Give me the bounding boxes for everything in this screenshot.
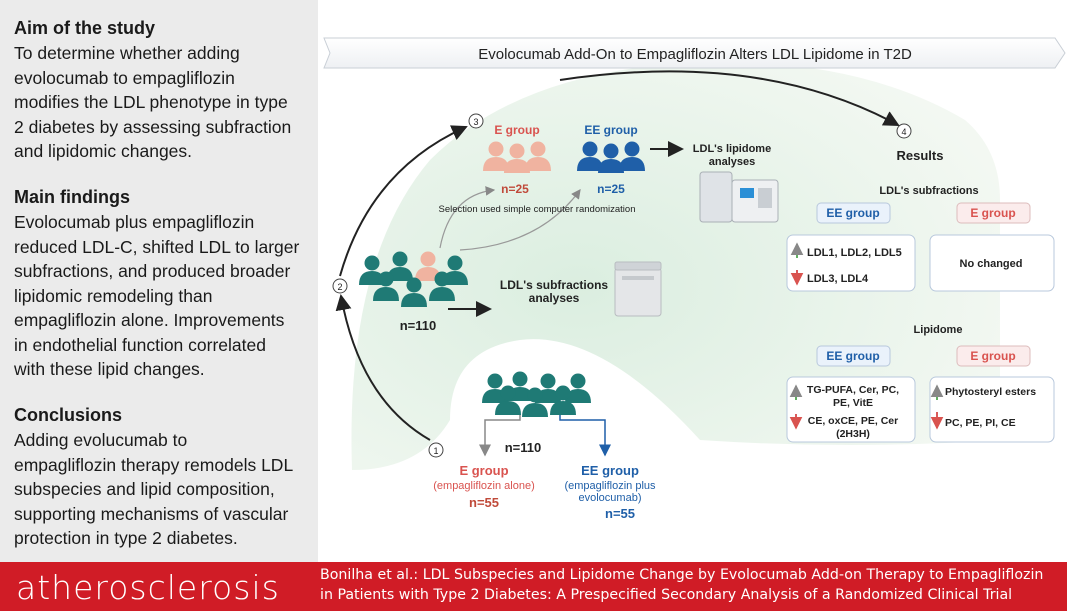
start-e-sub: (empagliflozin alone) bbox=[433, 480, 535, 492]
summary-panel: Aim of the study To determine whether ad… bbox=[0, 0, 318, 562]
conclusions-line: protection in type 2 diabetes. bbox=[14, 528, 238, 548]
step-number: 1 bbox=[433, 446, 438, 456]
sub-e-result: No changed bbox=[960, 258, 1023, 270]
sub-ee-label: EE group bbox=[826, 206, 879, 220]
lip-ee-up-1: TG-PUFA, Cer, PC, bbox=[807, 384, 899, 396]
sub-ee-up: LDL1, LDL2, LDL5 bbox=[807, 247, 902, 259]
aim-text: To determine whether adding evolocumab t… bbox=[14, 41, 314, 164]
start-ee-sub-1: (empagliflozin plus bbox=[564, 480, 656, 492]
lip-e-label: E group bbox=[970, 349, 1015, 363]
lip-ee-box bbox=[786, 376, 916, 443]
findings-line: reduced LDL-C, shifted LDL to larger bbox=[14, 236, 300, 257]
sel-ee-n: n=25 bbox=[597, 182, 625, 196]
journal-name: atherosclerosis bbox=[16, 568, 280, 607]
findings-line: empagliflozin alone. Improvements bbox=[14, 310, 285, 330]
mass-spectrometer-icon bbox=[699, 171, 779, 223]
journal-footer: atherosclerosis Bonilha et al.: LDL Subs… bbox=[0, 562, 1067, 611]
aim-line: and lipidomic changes. bbox=[14, 141, 193, 161]
lip-ee-up-2: PE, VitE bbox=[833, 397, 873, 409]
study-diagram: Evolocumab Add-On to Empagliflozin Alter… bbox=[323, 37, 1066, 521]
lip-e-up: Phytosteryl esters bbox=[945, 386, 1036, 398]
start-ee-n: n=55 bbox=[605, 506, 635, 521]
findings-line: in endothelial function correlated bbox=[14, 334, 266, 355]
conclusions-heading: Conclusions bbox=[14, 405, 123, 425]
select-arrow-ee bbox=[459, 189, 581, 251]
conclusions-line: empagliflozin therapy remodels LDL bbox=[14, 454, 294, 475]
sub-e-box bbox=[929, 234, 1055, 292]
lip-e-down: PC, PE, PI, CE bbox=[945, 417, 1016, 429]
randomization-note: Selection used simple computer randomiza… bbox=[439, 204, 636, 215]
lip-e-box bbox=[929, 376, 1055, 443]
lip-ee-tab bbox=[816, 345, 891, 367]
start-ee-sub-2: evolocumab) bbox=[579, 492, 642, 504]
sel-e-people bbox=[483, 141, 551, 173]
aim-line: To determine whether adding bbox=[14, 43, 240, 63]
subfractions-heading: LDL's subfractions bbox=[879, 185, 978, 197]
mid-subfractions-2: analyses bbox=[529, 291, 580, 305]
start-n: n=110 bbox=[505, 440, 542, 455]
mid-n: n=110 bbox=[400, 318, 437, 333]
results-heading: Results bbox=[897, 148, 944, 163]
flow-arrow-2-3 bbox=[339, 125, 468, 277]
conclusions-line: subspecies and lipid composition, bbox=[14, 479, 275, 499]
diagram-title: Evolocumab Add-On to Empagliflozin Alter… bbox=[478, 46, 912, 63]
sub-ee-down: LDL3, LDL4 bbox=[807, 273, 869, 285]
flow-arrow-1-2 bbox=[335, 294, 431, 441]
lipidome-label-1: LDL's lipidome bbox=[693, 143, 771, 155]
sel-e-n: n=25 bbox=[501, 182, 529, 196]
start-people-group bbox=[482, 371, 591, 417]
findings-line: lipidomic remodeling than bbox=[14, 285, 213, 306]
start-ee-label: EE group bbox=[581, 463, 639, 478]
select-arrow-e bbox=[439, 186, 496, 249]
centrifuge-icon bbox=[614, 261, 662, 317]
citation-line-1: Bonilha et al.: LDL Subspecies and Lipid… bbox=[320, 567, 1044, 583]
aim-line: evolocumab to empagliflozin bbox=[14, 67, 235, 88]
aim-line: 2 diabetes by assessing subfraction bbox=[14, 116, 292, 137]
conclusions-text: Adding evolucumab to empagliflozin thera… bbox=[14, 428, 314, 551]
sub-ee-tab bbox=[816, 202, 891, 224]
step-2: 2 bbox=[332, 278, 348, 294]
aim-line: modifies the LDL phenotype in type bbox=[14, 92, 288, 112]
sub-ee-box bbox=[786, 234, 916, 292]
sel-ee-label: EE group bbox=[584, 123, 637, 137]
title-banner bbox=[323, 37, 1066, 69]
start-e-n: n=55 bbox=[469, 495, 499, 510]
sub-e-tab bbox=[956, 202, 1031, 224]
conclusions-line: supporting mechanisms of vascular bbox=[14, 503, 289, 524]
mid-subfractions-1: LDL's subfractions bbox=[500, 278, 609, 292]
findings-line: Evolocumab plus empagliflozin bbox=[14, 212, 255, 232]
split-arrow-ee bbox=[559, 415, 611, 457]
conclusions-line: Adding evolucumab to bbox=[14, 430, 188, 450]
step-4: 4 bbox=[896, 123, 912, 139]
step-number: 3 bbox=[473, 117, 478, 127]
step-number: 2 bbox=[337, 282, 342, 292]
sel-ee-people bbox=[577, 141, 645, 173]
step-3: 3 bbox=[468, 113, 484, 129]
step-1: 1 bbox=[428, 442, 444, 458]
split-arrow-e bbox=[479, 415, 521, 457]
flow-arrow-3-4 bbox=[559, 70, 900, 126]
lipidome-heading: Lipidome bbox=[914, 324, 963, 336]
lip-ee-label: EE group bbox=[826, 349, 879, 363]
lip-ee-down-2: (2H3H) bbox=[836, 428, 870, 440]
step-number: 4 bbox=[901, 127, 906, 137]
aim-heading: Aim of the study bbox=[14, 18, 156, 38]
lipidome-label-2: analyses bbox=[709, 156, 755, 168]
lip-ee-down-1: CE, oxCE, PE, Cer bbox=[808, 415, 898, 427]
start-e-label: E group bbox=[459, 463, 508, 478]
findings-text: Evolocumab plus empagliflozin reduced LD… bbox=[14, 210, 314, 382]
lip-e-tab bbox=[956, 345, 1031, 367]
citation-line-2: in Patients with Type 2 Diabetes: A Pres… bbox=[320, 587, 1013, 603]
sub-e-label: E group bbox=[970, 206, 1015, 220]
sel-e-label: E group bbox=[494, 123, 539, 137]
findings-line: with these lipid changes. bbox=[14, 359, 205, 379]
findings-line: subfractions, and produced broader bbox=[14, 261, 291, 281]
findings-heading: Main findings bbox=[14, 187, 130, 207]
